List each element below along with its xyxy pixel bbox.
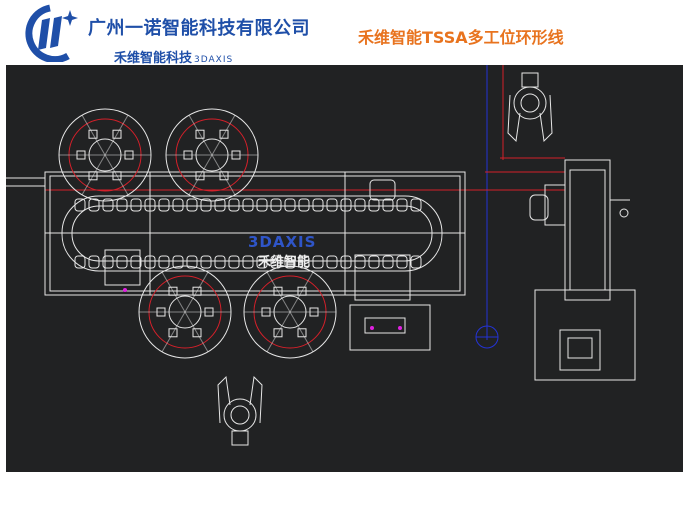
- carrier: [130, 255, 142, 269]
- watermark-logo: 3DAXIS: [248, 233, 317, 251]
- carrier: [116, 198, 128, 212]
- carrier: [214, 198, 226, 212]
- carrier: [144, 255, 156, 269]
- carrier: [396, 198, 408, 212]
- page-title: 禾维智能TSSA多工位环形线: [358, 28, 564, 47]
- carrier: [326, 198, 338, 212]
- robot-top: [507, 72, 553, 143]
- carrier: [256, 198, 268, 212]
- carrier: [312, 255, 324, 269]
- control-box: [349, 304, 431, 351]
- layout-drawing: [6, 65, 636, 446]
- carrier: [116, 255, 128, 269]
- carrier: [242, 198, 254, 212]
- carrier: [88, 255, 100, 269]
- carrier: [228, 255, 240, 269]
- station-module: [369, 179, 396, 201]
- carrier: [200, 198, 212, 212]
- carrier: [298, 198, 310, 212]
- station-module: [354, 254, 411, 301]
- carrier: [354, 198, 366, 212]
- company-logo-icon: [25, 4, 78, 62]
- carrier: [382, 255, 394, 269]
- company-name: 广州一诺智能科技有限公司: [88, 18, 310, 39]
- marker-dot: [398, 326, 402, 330]
- carrier: [102, 198, 114, 212]
- carrier: [172, 255, 184, 269]
- carrier: [186, 255, 198, 269]
- rotary-station: [243, 265, 337, 359]
- carrier: [144, 198, 156, 212]
- carrier: [130, 198, 142, 212]
- carrier: [214, 255, 226, 269]
- marker-dot: [370, 326, 374, 330]
- carrier: [228, 198, 240, 212]
- carrier: [158, 255, 170, 269]
- carrier: [326, 255, 338, 269]
- rotary-stations: [58, 108, 337, 359]
- carrier: [270, 198, 282, 212]
- carrier: [158, 198, 170, 212]
- carrier: [284, 255, 296, 269]
- watermark-text: 禾维智能: [258, 255, 311, 270]
- carrier: [396, 255, 408, 269]
- carrier: [340, 198, 352, 212]
- carrier: [200, 255, 212, 269]
- carrier: [186, 198, 198, 212]
- carrier: [88, 198, 100, 212]
- carrier: [368, 255, 380, 269]
- carrier: [284, 198, 296, 212]
- carrier-pucks: [74, 198, 422, 269]
- carrier: [312, 198, 324, 212]
- carrier: [382, 198, 394, 212]
- carrier: [74, 255, 86, 269]
- carrier: [256, 255, 268, 269]
- carrier: [368, 198, 380, 212]
- stacker-machine: [529, 159, 636, 381]
- station-module: [104, 249, 141, 286]
- rotary-station: [58, 108, 152, 202]
- carrier: [410, 255, 422, 269]
- rotary-station: [165, 108, 259, 202]
- rotary-station: [138, 265, 232, 359]
- carrier: [102, 255, 114, 269]
- carrier: [242, 255, 254, 269]
- carrier: [354, 255, 366, 269]
- carrier: [172, 198, 184, 212]
- carrier: [410, 198, 422, 212]
- cad-drawing: 3DAXIS 禾维智能: [6, 65, 683, 472]
- carrier: [340, 255, 352, 269]
- sub-brand-mark: 3DAXIS: [194, 55, 234, 65]
- robot-bottom: [217, 375, 263, 446]
- marker-dot: [123, 288, 127, 292]
- sub-brand-name: 禾维智能科技: [114, 51, 193, 66]
- carrier: [74, 198, 86, 212]
- control-panel: [364, 317, 406, 334]
